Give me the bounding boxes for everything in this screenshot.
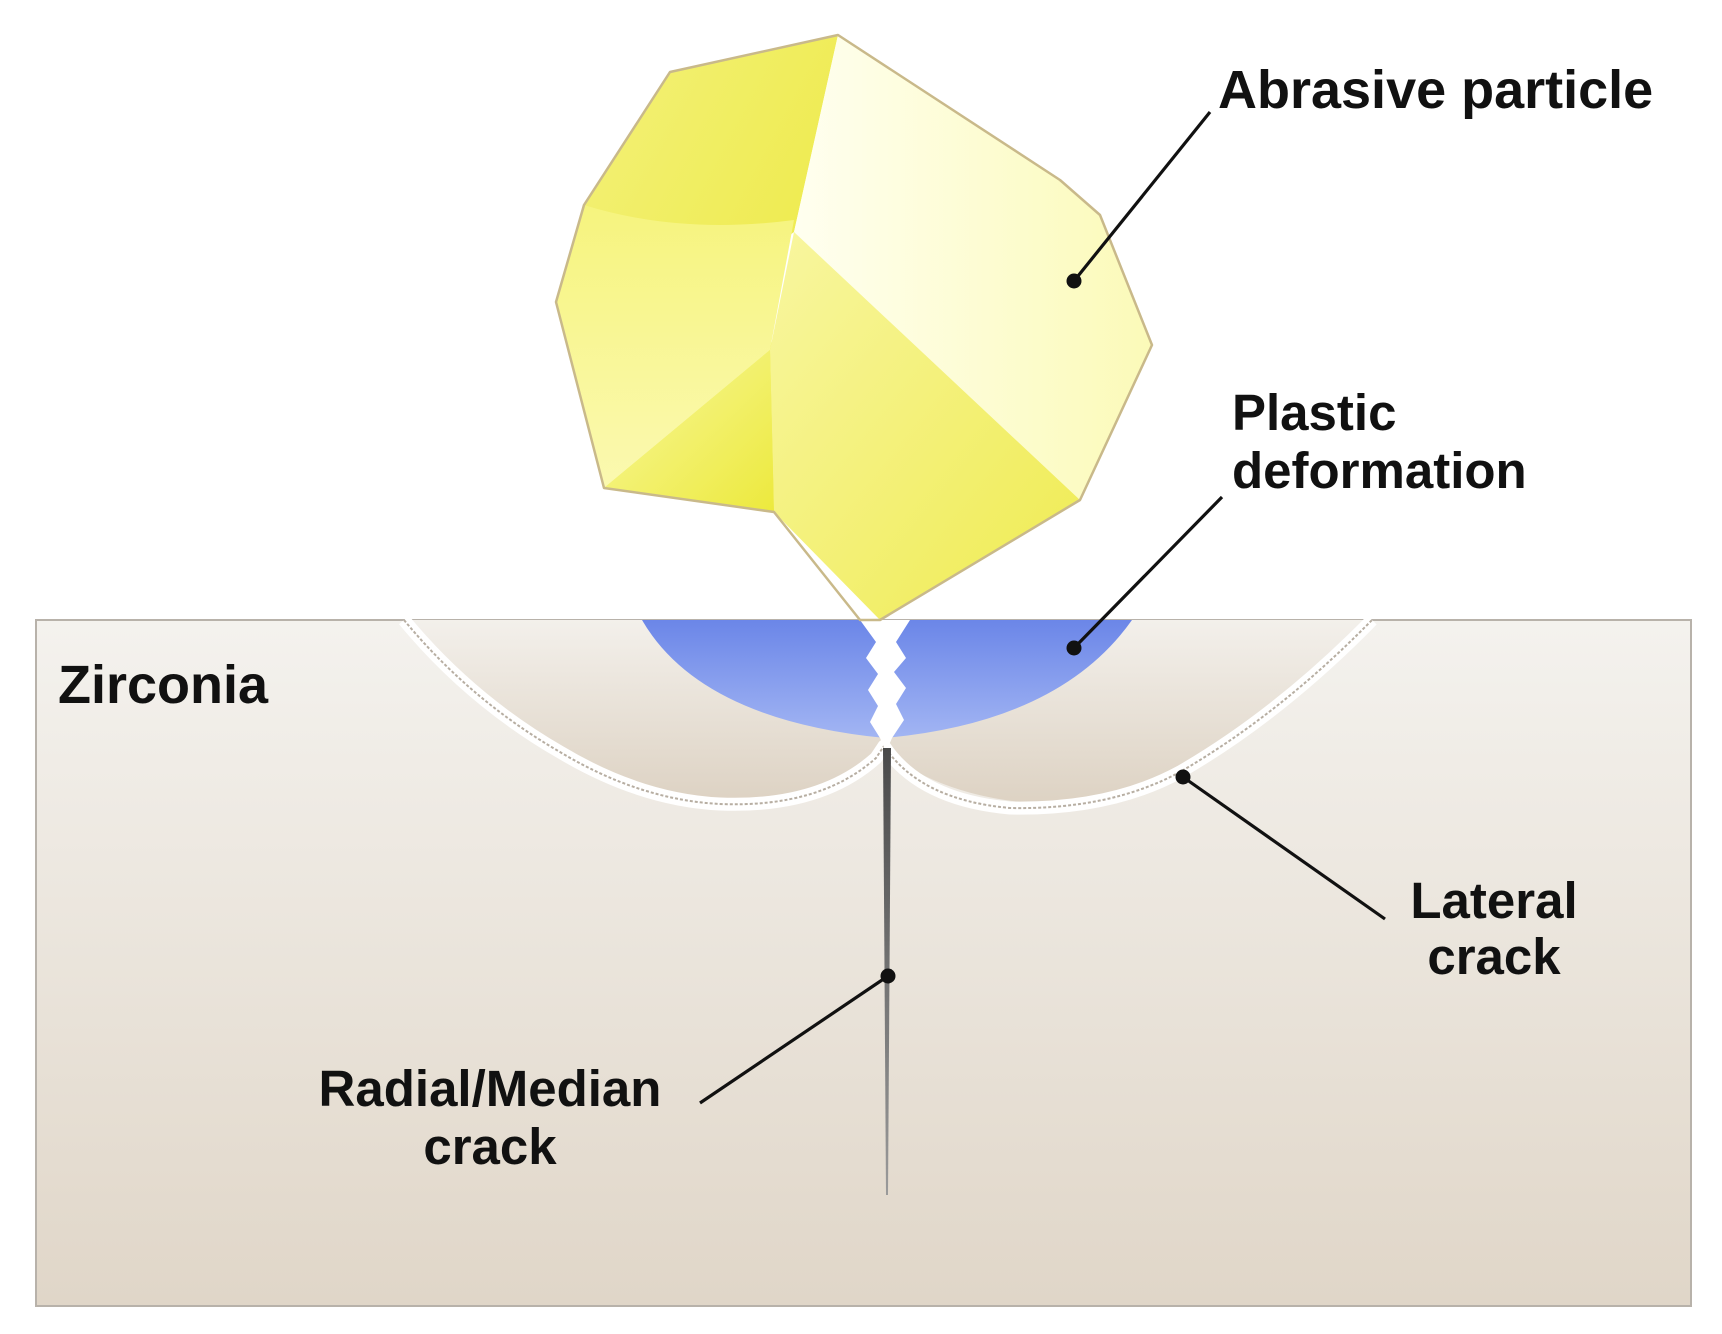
leader-abrasive-particle [1072, 110, 1212, 283]
leader-radial-median-crack [699, 974, 889, 1105]
leader-lateral-crack [1182, 775, 1386, 921]
leader-plastic-deformation [1072, 495, 1224, 650]
label-lateral-crack-line1: Lateral [1410, 872, 1577, 929]
label-radial-median-crack-line1: Radial/Median [319, 1060, 662, 1117]
abrasive-particle [554, 33, 1154, 622]
pointer-dot-radial-median-crack [880, 968, 896, 984]
pointer-dot-lateral-crack [1175, 769, 1191, 785]
central-crack-opening [860, 620, 910, 752]
label-plastic-deformation-line1: Plastic [1232, 384, 1396, 441]
label-zirconia: Zirconia [58, 655, 269, 715]
pointer-dot-abrasive-particle [1066, 273, 1082, 289]
label-radial-median-crack-line2: crack [423, 1118, 557, 1175]
label-lateral-crack-line2: crack [1427, 928, 1561, 985]
lateral-crack-edge [403, 619, 1373, 810]
label-abrasive-particle: Abrasive particle [1218, 60, 1653, 120]
label-plastic-deformation-line2: deformation [1232, 442, 1527, 499]
pointer-dot-plastic-deformation [1066, 640, 1082, 656]
